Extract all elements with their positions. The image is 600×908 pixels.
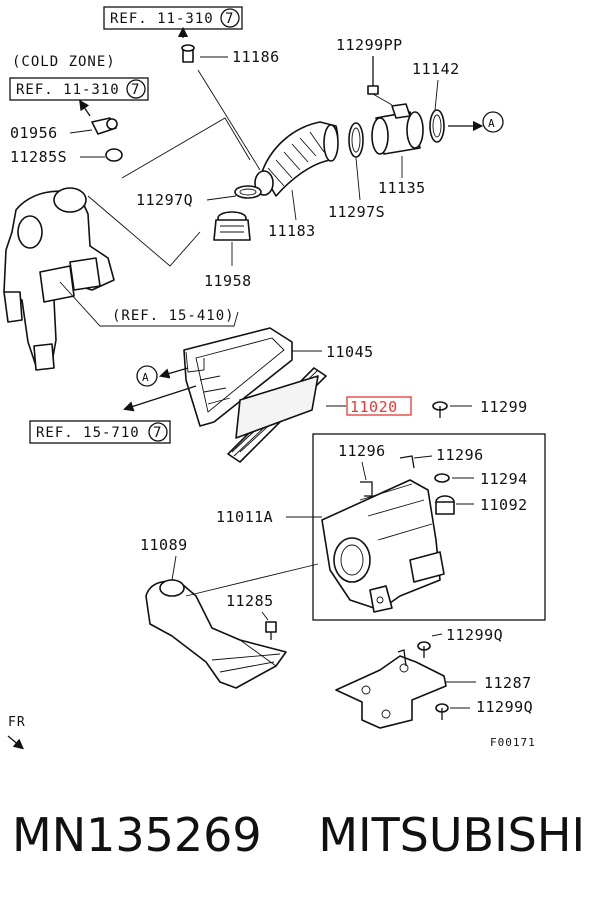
label-11045: 11045: [326, 343, 374, 361]
turbo-assembly-outline: [3, 187, 115, 371]
part-11299q-bolt-b: [435, 703, 449, 720]
ref-box-11-310-cold[interactable]: REF. 11-310 7: [9, 77, 149, 101]
label-11011a: 11011A: [216, 508, 273, 526]
part-11287-bracket: [335, 649, 447, 729]
label-11296-b: 11296: [436, 446, 484, 464]
part-11186-clip: [181, 44, 195, 63]
callout-a-left[interactable]: A: [136, 365, 158, 387]
part-11297q-clamp: [234, 185, 262, 199]
case-group-frame: [312, 433, 546, 621]
parts-exploded-diagram: REF. 11-310 7 11186 (COLD ZONE) REF. 11-…: [3, 6, 546, 750]
callout-a-top[interactable]: A: [482, 111, 504, 133]
part-11089-air-duct: [145, 579, 287, 689]
part-11297s-clamp: [348, 122, 364, 158]
callout-letter: A: [142, 371, 150, 384]
ref-number: 7: [153, 425, 162, 441]
caption: MN135269 MITSUBISHI: [12, 808, 592, 872]
ref-label: REF. 11-310: [110, 11, 214, 27]
ref-number: 7: [225, 11, 234, 27]
label-11297q: 11297Q: [136, 191, 193, 209]
ref-label: REF. 15-710: [36, 425, 140, 441]
label-11020[interactable]: 11020: [350, 398, 398, 416]
label-11297s: 11297S: [328, 203, 385, 221]
label-11186: 11186: [232, 48, 280, 66]
part-01956-fitting: [91, 117, 118, 135]
highlight-box[interactable]: [346, 396, 412, 416]
ref-number: 7: [131, 82, 140, 98]
label-11958: 11958: [204, 272, 252, 290]
part-11011a-cleaner-case: [321, 479, 445, 613]
callout-letter: A: [488, 117, 496, 130]
part-11020-air-filter: [227, 367, 327, 463]
part-11296-clip-a: [360, 481, 373, 497]
arrow-icon: [79, 99, 91, 117]
ref-box-15-710[interactable]: REF. 15-710 7: [29, 420, 171, 444]
label-11299pp: 11299PP: [336, 36, 403, 54]
fr-label: FR: [8, 715, 26, 730]
label-11285s: 11285S: [10, 148, 67, 166]
label-ref-15-410[interactable]: (REF. 15-410): [112, 308, 235, 324]
part-11285-grommet: [265, 621, 277, 640]
part-11299pp-screw: [367, 56, 379, 95]
label-11299q-b: 11299Q: [476, 698, 533, 716]
label-11089: 11089: [140, 536, 188, 554]
label-11142: 11142: [412, 60, 460, 78]
ref-box-11-310-top[interactable]: REF. 11-310 7: [103, 6, 243, 30]
label-11299: 11299: [480, 398, 528, 416]
part-11183-intake-hose: [254, 121, 339, 197]
part-11958-adapter: [213, 211, 251, 241]
part-11135-airflow-sensor: [371, 103, 424, 155]
label-11183: 11183: [268, 222, 316, 240]
label-11287: 11287: [484, 674, 532, 692]
label-11135: 11135: [378, 179, 426, 197]
part-11285s-grommet: [105, 148, 123, 162]
label-11296-a: 11296: [338, 442, 386, 460]
part-11045-cleaner-cover: [183, 327, 293, 427]
part-11294-washer: [434, 473, 450, 483]
part-11142-gasket: [429, 109, 445, 143]
caption-part-number: MN135269: [12, 808, 262, 862]
part-11299q-bolt-a: [417, 641, 431, 658]
ref-label: REF. 11-310: [16, 82, 120, 98]
figure-code: F00171: [490, 736, 536, 749]
front-direction-arrow-icon: [7, 735, 24, 750]
part-11092-grommet: [435, 495, 455, 515]
label-11285: 11285: [226, 592, 274, 610]
part-11296-clip-b: [399, 455, 415, 469]
arrow-left-icon: [159, 367, 189, 379]
arrow-left-down-icon: [123, 385, 197, 412]
label-01956: 01956: [10, 124, 58, 142]
part-11299-bolt: [432, 401, 448, 418]
caption-brand: MITSUBISHI: [318, 808, 586, 862]
label-11092: 11092: [480, 496, 528, 514]
cold-zone-label: (COLD ZONE): [12, 54, 116, 70]
label-11294: 11294: [480, 470, 528, 488]
label-11299q-a: 11299Q: [446, 626, 503, 644]
